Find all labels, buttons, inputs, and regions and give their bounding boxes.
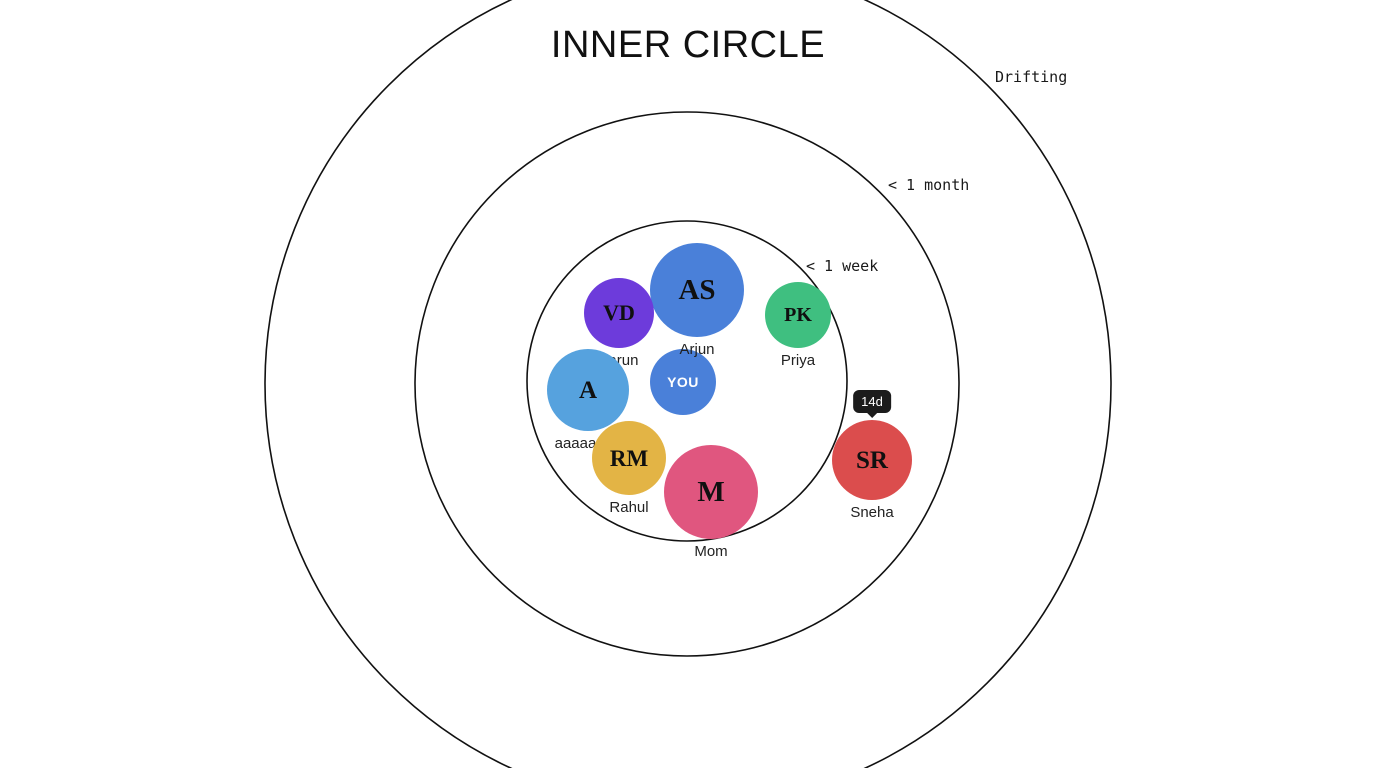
ring-one-week [526, 220, 848, 542]
person-node-rahul[interactable]: RM Rahul [592, 421, 666, 516]
person-initials: VD [603, 300, 635, 325]
ring-label-one-month: < 1 month [888, 176, 970, 194]
person-name-label: Arjun [679, 341, 715, 358]
person-bubble[interactable]: PK [765, 282, 831, 348]
page-title: INNER CIRCLE [550, 24, 826, 66]
person-initials: PK [784, 304, 812, 326]
person-node-aaaaaaaa[interactable]: A aaaaaaaa [547, 349, 629, 452]
ring-label-one-week: < 1 week [806, 257, 879, 275]
person-initials: M [697, 475, 725, 508]
days-badge: 14d [853, 390, 891, 413]
person-name-label: Priya [780, 352, 816, 369]
person-name-label: Mom [694, 543, 728, 560]
you-node[interactable]: YOU [650, 349, 716, 415]
person-initials: A [578, 376, 598, 404]
ring-label-drifting: Drifting [995, 68, 1068, 86]
days-badge-text: 14d [861, 394, 883, 409]
person-initials: AS [678, 273, 716, 306]
person-initials: SR [856, 446, 888, 474]
person-initials: RM [609, 445, 649, 471]
person-name-label: Rahul [609, 499, 649, 516]
person-bubble[interactable]: SR [832, 420, 912, 500]
person-bubble[interactable]: VD [584, 278, 654, 348]
you-label: YOU [667, 374, 699, 390]
person-node-arjun[interactable]: AS Arjun [650, 243, 744, 358]
person-node-varun[interactable]: VD Varun [584, 278, 654, 369]
person-bubble[interactable]: M [664, 445, 758, 539]
ring-drifting [264, 0, 1112, 768]
ring-one-month [414, 111, 960, 657]
person-bubble[interactable]: RM [592, 421, 666, 495]
person-bubble[interactable]: A [547, 349, 629, 431]
person-name-label: Sneha [850, 504, 894, 521]
person-node-sneha[interactable]: SR Sneha 14d [832, 390, 912, 521]
person-bubble[interactable]: AS [650, 243, 744, 337]
person-node-mom[interactable]: M Mom [664, 445, 758, 560]
person-node-priya[interactable]: PK Priya [765, 282, 831, 369]
